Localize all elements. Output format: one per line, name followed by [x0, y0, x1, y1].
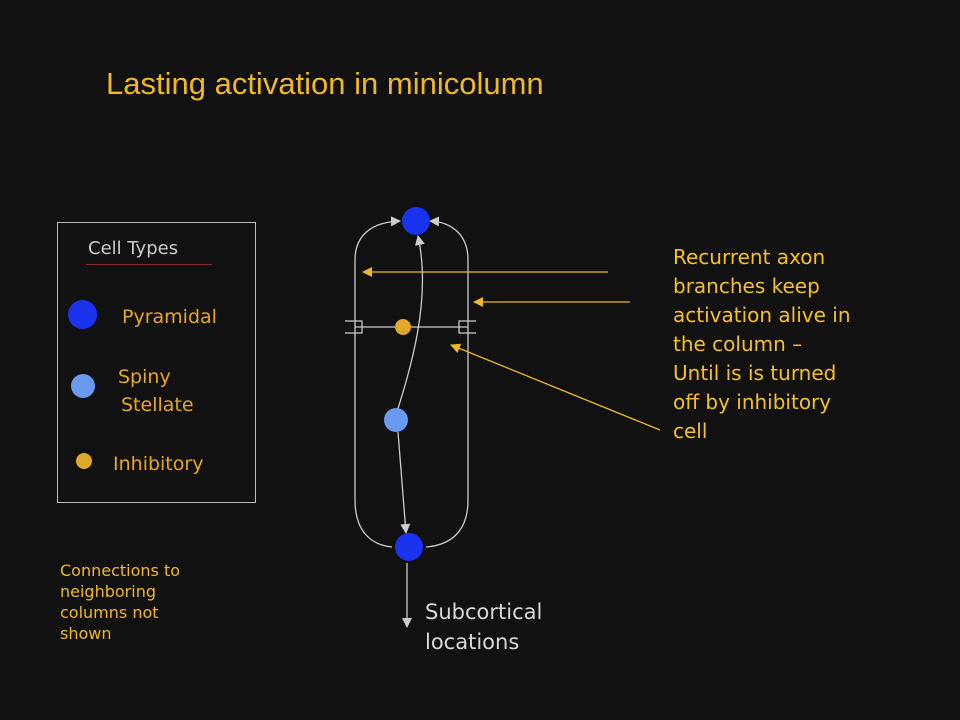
legend-label-inhibitory: Inhibitory: [113, 453, 204, 475]
recurrent-axon-right: [425, 216, 469, 548]
callout-line: Recurrent axon: [673, 245, 826, 269]
legend-title: Cell Types: [88, 238, 179, 259]
callout-line: Until is is turned: [673, 361, 837, 385]
note-line: columns not: [60, 603, 159, 622]
legend-title-underline: [86, 264, 212, 265]
callout-arrow-3: [450, 343, 661, 431]
note-line: neighboring: [60, 582, 156, 601]
stellate-to-top-pyramidal: [395, 235, 425, 416]
legend-box: [57, 222, 256, 503]
spiny-stellate-swatch-icon: [71, 374, 95, 398]
callout-line: cell: [673, 419, 708, 443]
legend-label-pyramidal: Pyramidal: [122, 306, 217, 328]
callout-text: Recurrent axon branches keep activation …: [673, 243, 913, 446]
stellate-to-bottom-pyramidal: [397, 431, 411, 534]
callout-line: activation alive in: [673, 303, 851, 327]
callout-line: off by inhibitory: [673, 390, 832, 414]
callout-line: branches keep: [673, 274, 820, 298]
right-terminal-icon: [458, 320, 476, 334]
legend-label-stellate: Stellate: [121, 394, 194, 416]
left-terminal-icon: [345, 320, 363, 334]
note-line: shown: [60, 624, 112, 643]
top-pyramidal-cell: [402, 207, 430, 235]
inhibitory-swatch-icon: [76, 453, 92, 469]
slide-title: Lasting activation in minicolumn: [106, 66, 544, 101]
callout-line: the column –: [673, 332, 803, 356]
inhibitory-cell: [395, 319, 411, 335]
pyramidal-swatch-icon: [68, 300, 97, 329]
subcortical-line: Subcortical: [425, 600, 543, 624]
bottom-pyramidal-cell: [395, 533, 423, 561]
spiny-stellate-cell: [384, 408, 408, 432]
note-line: Connections to: [60, 561, 181, 580]
legend-label-spiny: Spiny: [118, 366, 171, 388]
recurrent-axon-left: [354, 216, 401, 548]
subcortical-line: locations: [425, 630, 520, 654]
subcortical-label: Subcortical locations: [425, 597, 595, 657]
connections-note: Connections to neighboring columns not s…: [60, 560, 240, 644]
